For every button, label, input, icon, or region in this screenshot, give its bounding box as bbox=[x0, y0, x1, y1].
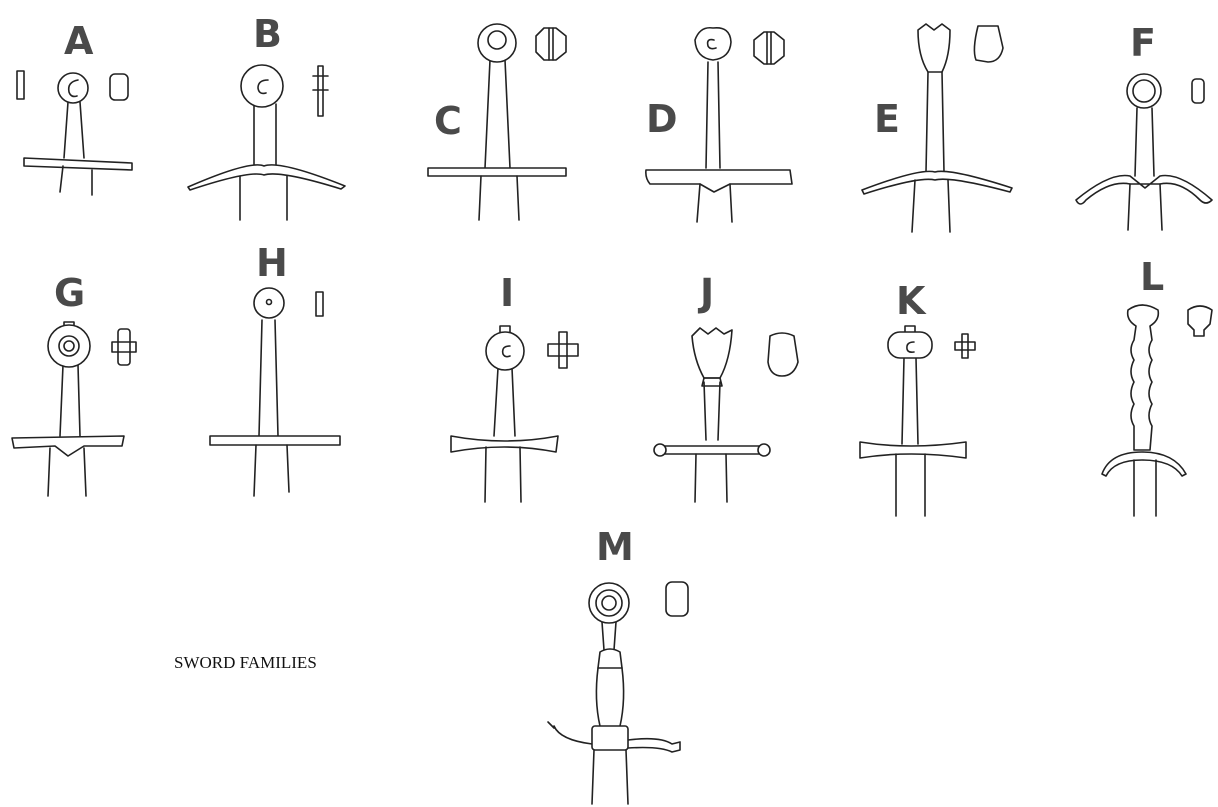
sword-family-k: K bbox=[859, 279, 976, 517]
sword-g bbox=[11, 321, 125, 497]
pommel-edge-b bbox=[312, 65, 329, 117]
sword-l bbox=[1101, 304, 1187, 517]
sword-family-m: M bbox=[547, 525, 689, 805]
sword-m bbox=[547, 582, 681, 805]
figure-caption: SWORD FAMILIES bbox=[174, 653, 317, 672]
family-label-i: I bbox=[500, 271, 514, 315]
family-label-d: D bbox=[646, 97, 678, 141]
sword-d bbox=[645, 26, 793, 223]
sword-h bbox=[209, 287, 341, 497]
pommel-edge-i bbox=[547, 331, 579, 369]
family-label-a: A bbox=[64, 19, 94, 63]
sword-family-l: L bbox=[1101, 255, 1213, 517]
pommel-edge-d bbox=[753, 31, 785, 65]
pommel-edge-f bbox=[1191, 78, 1205, 104]
sword-family-e: E bbox=[861, 23, 1013, 233]
family-label-j: J bbox=[697, 271, 714, 315]
family-label-k: K bbox=[896, 279, 927, 323]
family-label-g: G bbox=[54, 271, 85, 315]
sword-family-j: J bbox=[653, 271, 799, 503]
sword-b bbox=[187, 64, 346, 221]
sword-family-b: B bbox=[187, 12, 346, 221]
pommel-edge-c bbox=[535, 27, 567, 61]
pommel-edge-m bbox=[665, 581, 689, 617]
sword-family-a: A bbox=[16, 19, 133, 196]
sword-k bbox=[859, 325, 967, 517]
sword-f bbox=[1075, 73, 1213, 231]
sword-a bbox=[23, 72, 133, 196]
family-label-l: L bbox=[1140, 255, 1164, 299]
sword-family-f: F bbox=[1075, 21, 1213, 231]
pommel-edge-e bbox=[973, 25, 1004, 63]
pommel-edge-l bbox=[1187, 305, 1213, 337]
pommel-profile-a bbox=[16, 70, 25, 100]
sword-family-c: C bbox=[427, 23, 567, 221]
family-label-h: H bbox=[256, 241, 288, 285]
sword-family-h: H bbox=[209, 241, 341, 497]
sword-j bbox=[653, 327, 771, 503]
family-label-m: M bbox=[596, 525, 634, 569]
pommel-edge-g bbox=[111, 328, 137, 366]
pommel-edge-a bbox=[109, 73, 129, 101]
pommel-edge-j bbox=[767, 332, 799, 377]
sword-family-g: G bbox=[11, 271, 137, 497]
pommel-edge-k bbox=[954, 333, 976, 359]
sword-c bbox=[427, 23, 567, 221]
pommel-edge-h bbox=[315, 291, 324, 317]
family-label-b: B bbox=[253, 12, 282, 56]
family-label-e: E bbox=[874, 97, 900, 141]
family-label-c: C bbox=[434, 99, 462, 143]
sword-e bbox=[861, 23, 1013, 233]
family-label-f: F bbox=[1130, 21, 1156, 65]
sword-family-i: I bbox=[450, 271, 579, 503]
sword-family-d: D bbox=[645, 26, 793, 223]
sword-i bbox=[450, 325, 559, 503]
